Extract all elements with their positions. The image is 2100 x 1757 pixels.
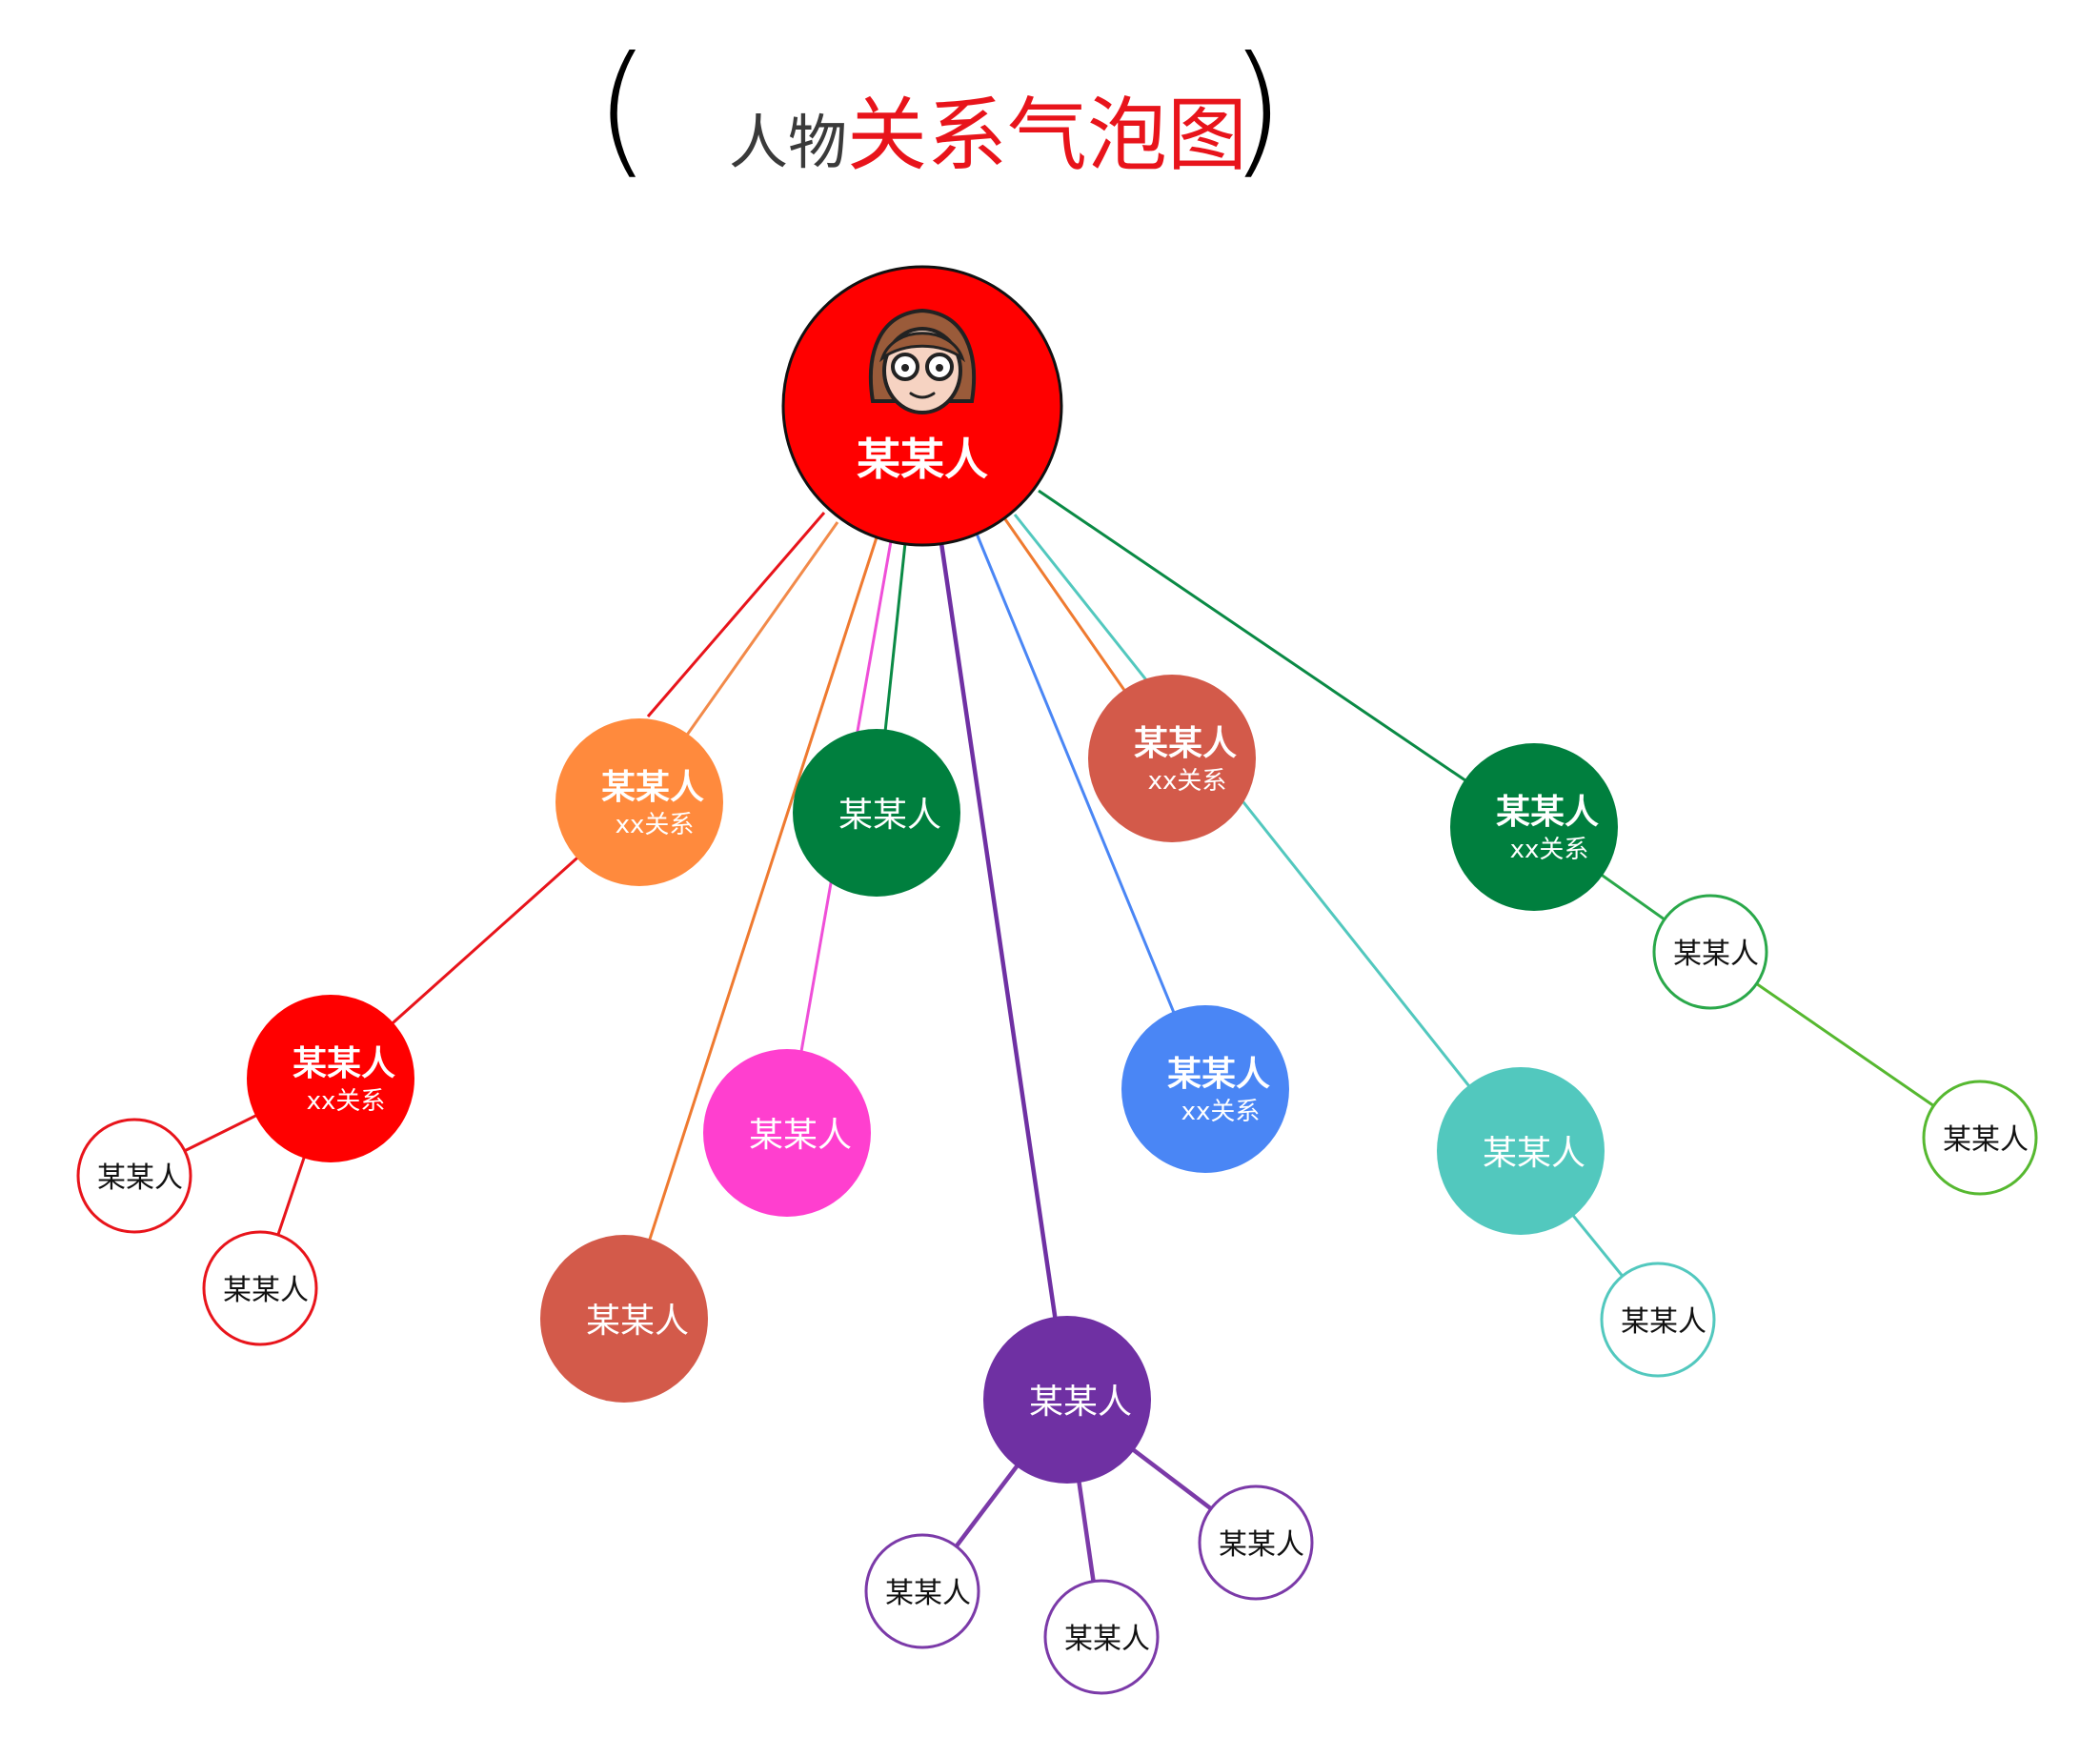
connector-root-n9: [1013, 514, 1523, 1152]
woman-with-glasses-avatar-icon: [868, 308, 977, 414]
leaf-person-name: 某某人: [1064, 1623, 1150, 1656]
leaf-person-name: 某某人: [1219, 1528, 1304, 1562]
leaf-person-bubble-n6c[interactable]: 某某人: [1198, 1484, 1314, 1601]
person-name: 某某人: [838, 796, 941, 835]
leaf-person-name: 某某人: [1621, 1305, 1706, 1339]
connector-root-n6: [939, 542, 1070, 1401]
leaf-person-bubble-n10a[interactable]: 某某人: [1652, 894, 1768, 1010]
person-bubble-n10[interactable]: 某某人 xx关系: [1450, 743, 1618, 911]
person-bubble-n4[interactable]: 某某人: [703, 1049, 871, 1217]
connector-root-n5: [622, 536, 878, 1320]
person-bubble-n1[interactable]: 某某人 xx关系: [555, 718, 723, 886]
person-name: 某某人: [586, 1302, 689, 1341]
title-bracket-right: ): [1229, 27, 1285, 192]
title-part-bubble-chart: 关系气泡图: [847, 89, 1248, 182]
leaf-person-name: 某某人: [97, 1161, 183, 1195]
leaf-person-bubble-n2b[interactable]: 某某人: [202, 1230, 318, 1346]
leaf-person-name: 某某人: [1673, 938, 1759, 971]
person-bubble-n9[interactable]: 某某人: [1437, 1067, 1605, 1235]
relationship-label: xx关系: [307, 1087, 386, 1116]
relationship-label: xx关系: [1148, 767, 1227, 796]
leaf-person-bubble-n6b[interactable]: 某某人: [1043, 1579, 1160, 1695]
root-person-bubble[interactable]: 某某人: [781, 265, 1063, 547]
leaf-person-bubble-n2a[interactable]: 某某人: [76, 1118, 192, 1234]
relationship-label: xx关系: [616, 811, 695, 839]
person-name: 某某人: [1496, 793, 1599, 832]
person-name: 某某人: [293, 1044, 395, 1083]
leaf-person-bubble-n9a[interactable]: 某某人: [1600, 1262, 1716, 1378]
title-bracket-left: (: [595, 27, 651, 192]
person-bubble-n2[interactable]: 某某人 xx关系: [247, 995, 414, 1162]
connector-root-n7: [975, 533, 1207, 1090]
bubble-nodes: 某某人某某人xx关系某某人xx关系某某人某某人某某人某某人某某人某某人某某人某某…: [76, 265, 2038, 1695]
person-bubble-n6[interactable]: 某某人: [983, 1316, 1151, 1484]
leaf-person-bubble-n6a[interactable]: 某某人: [864, 1533, 980, 1649]
title-part-person: 人物: [729, 108, 848, 177]
leaf-person-name: 某某人: [223, 1274, 309, 1307]
person-name: 某某人: [1134, 724, 1237, 763]
relationship-label: xx关系: [1510, 836, 1589, 864]
person-bubble-n8[interactable]: 某某人 xx关系: [1088, 675, 1256, 842]
connector-root-n10: [1038, 489, 1535, 829]
person-name: 某某人: [1029, 1383, 1132, 1422]
person-bubble-n7[interactable]: 某某人 xx关系: [1121, 1005, 1289, 1173]
connector-root-n2: [646, 512, 826, 717]
person-bubble-n3[interactable]: 某某人: [793, 729, 960, 897]
person-name: 某某人: [1483, 1134, 1585, 1173]
person-name: 某某人: [601, 768, 704, 807]
person-bubble-n5[interactable]: 某某人: [540, 1235, 708, 1403]
root-person-name: 某某人: [857, 434, 988, 485]
page-title: 人物关系气泡图: [729, 95, 1247, 175]
leaf-person-bubble-n10b[interactable]: 某某人: [1922, 1080, 2038, 1196]
person-name: 某某人: [1167, 1055, 1270, 1094]
leaf-person-name: 某某人: [885, 1577, 971, 1610]
leaf-person-name: 某某人: [1943, 1123, 2029, 1157]
relationship-label: xx关系: [1181, 1098, 1261, 1126]
person-name: 某某人: [749, 1116, 852, 1155]
